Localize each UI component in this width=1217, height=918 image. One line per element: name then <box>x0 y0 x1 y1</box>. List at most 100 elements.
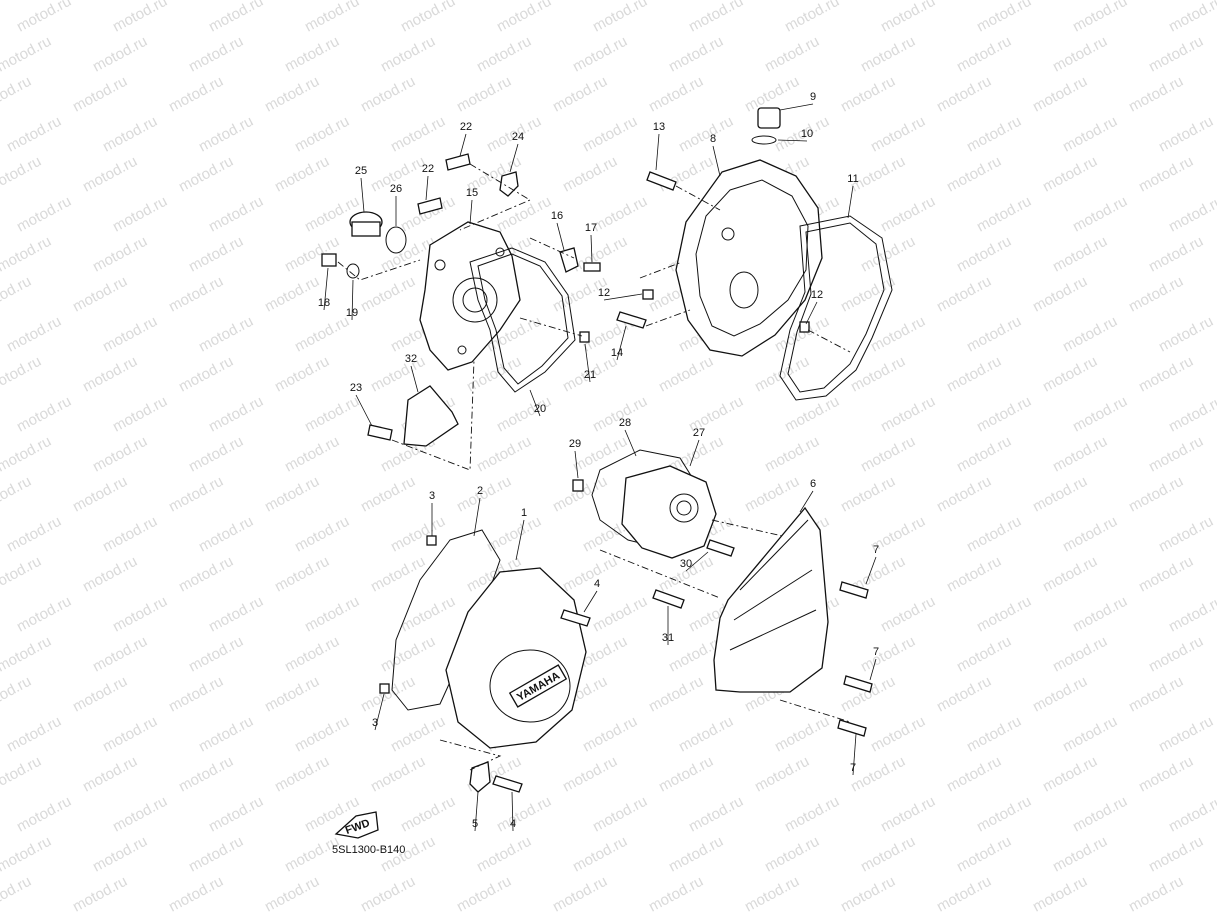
watermark-text: motod.ru <box>954 833 1014 876</box>
watermark-text: motod.ru <box>878 793 938 836</box>
watermark-text: motod.ru <box>1030 73 1090 116</box>
watermark-text: motod.ru <box>782 793 842 836</box>
callout-leader-c11 <box>847 185 854 219</box>
plate-part-32 <box>403 385 459 447</box>
assembly-line <box>459 163 531 231</box>
small-cover-assembly <box>321 153 601 471</box>
watermark-text: motod.ru <box>666 833 726 876</box>
watermark-text: motod.ru <box>964 113 1024 156</box>
watermark-text: motod.ru <box>0 553 44 596</box>
watermark-text: motod.ru <box>4 113 64 156</box>
callout-leader-c6 <box>799 490 814 513</box>
watermark-text: motod.ru <box>196 713 256 756</box>
callout-label-c7b: 7 <box>873 646 879 658</box>
watermark-text: motod.ru <box>934 73 994 116</box>
watermark-text: motod.ru <box>474 33 534 76</box>
watermark-text: motod.ru <box>646 873 706 913</box>
assembly-line <box>391 359 475 471</box>
callout-label-c25: 25 <box>355 165 367 177</box>
watermark-text: motod.ru <box>550 873 610 913</box>
bolt-part-14 <box>616 311 647 329</box>
gasket-20-inner <box>477 253 569 385</box>
watermark-text: motod.ru <box>0 753 44 796</box>
callout-label-c27: 27 <box>693 427 705 439</box>
watermark-text: motod.ru <box>70 473 130 516</box>
watermark-text: motod.ru <box>580 713 640 756</box>
watermark-text: motod.ru <box>388 513 448 556</box>
watermark-text: motod.ru <box>166 473 226 516</box>
watermark-text: motod.ru <box>1126 873 1186 913</box>
watermark-text: motod.ru <box>944 353 1004 396</box>
dowel-part-29 <box>572 479 584 492</box>
watermark-text: motod.ru <box>1060 113 1120 156</box>
watermark-text: motod.ru <box>302 393 362 436</box>
callout-leader-c10 <box>777 139 808 142</box>
callout-label-c7c: 7 <box>850 762 856 774</box>
callout-label-c32: 32 <box>405 353 417 365</box>
watermark-text: motod.ru <box>0 673 34 716</box>
watermark-text: motod.ru <box>378 633 438 676</box>
bolt-part-18 <box>321 253 337 267</box>
cover-15-hole <box>434 259 446 271</box>
watermark-text: motod.ru <box>206 593 266 636</box>
callout-leader-c2 <box>473 497 481 537</box>
watermark-text: motod.ru <box>272 753 332 796</box>
watermark-text: motod.ru <box>388 713 448 756</box>
watermark-text: motod.ru <box>590 0 650 36</box>
watermark-text: motod.ru <box>1070 793 1130 836</box>
watermark-text: motod.ru <box>590 793 650 836</box>
watermark-text: motod.ru <box>176 553 236 596</box>
cover-8-inner <box>695 179 809 337</box>
cover-27-bore <box>676 500 692 516</box>
watermark-text: motod.ru <box>272 353 332 396</box>
watermark-text: motod.ru <box>1050 33 1110 76</box>
callout-label-c14: 14 <box>611 347 623 359</box>
watermark-text: motod.ru <box>742 873 802 913</box>
watermark-text: motod.ru <box>974 393 1034 436</box>
watermark-text: motod.ru <box>398 593 458 636</box>
watermark-text: motod.ru <box>358 273 418 316</box>
callout-label-c28: 28 <box>619 417 631 429</box>
cover-part-27 <box>621 465 717 559</box>
bolt-part-22a <box>445 153 471 171</box>
watermark-text: motod.ru <box>752 353 812 396</box>
watermark-text: motod.ru <box>14 593 74 636</box>
watermark-text: motod.ru <box>0 873 34 913</box>
callout-leader-c20 <box>529 389 541 417</box>
watermark-text: motod.ru <box>1040 753 1100 796</box>
watermark-text: motod.ru <box>4 313 64 356</box>
watermark-text: motod.ru <box>70 273 130 316</box>
watermark-text: motod.ru <box>1050 833 1110 876</box>
callout-label-c5: 5 <box>472 818 478 830</box>
cover-8-hub <box>729 271 759 309</box>
watermark-text: motod.ru <box>878 193 938 236</box>
callout-leader-c9 <box>779 103 814 111</box>
watermark-text: motod.ru <box>196 113 256 156</box>
watermark-text: motod.ru <box>934 273 994 316</box>
watermark-text: motod.ru <box>358 673 418 716</box>
watermark-text: motod.ru <box>1040 553 1100 596</box>
watermark-text: motod.ru <box>0 73 34 116</box>
bolt-part-31 <box>652 589 685 609</box>
watermark-text: motod.ru <box>1030 473 1090 516</box>
callout-leader-c14 <box>616 325 627 361</box>
watermark-text: motod.ru <box>90 833 150 876</box>
watermark-text: motod.ru <box>974 793 1034 836</box>
callout-label-c17: 17 <box>585 222 597 234</box>
callout-label-c18: 18 <box>318 297 330 309</box>
watermark-text: motod.ru <box>570 833 630 876</box>
callout-label-c2: 2 <box>477 485 483 497</box>
watermark-text: motod.ru <box>282 33 342 76</box>
watermark-text: motod.ru <box>80 753 140 796</box>
watermark-text: motod.ru <box>262 673 322 716</box>
cover-15-boss <box>452 277 498 323</box>
brand-plate <box>508 664 568 708</box>
watermark-text: motod.ru <box>560 553 620 596</box>
watermark-text: motod.ru <box>762 33 822 76</box>
watermark-text: motod.ru <box>398 193 458 236</box>
watermark-text: motod.ru <box>570 33 630 76</box>
watermark-text: motod.ru <box>292 113 352 156</box>
callout-label-c21: 21 <box>584 369 596 381</box>
assembly-line <box>337 259 421 281</box>
watermark-text: motod.ru <box>186 33 246 76</box>
